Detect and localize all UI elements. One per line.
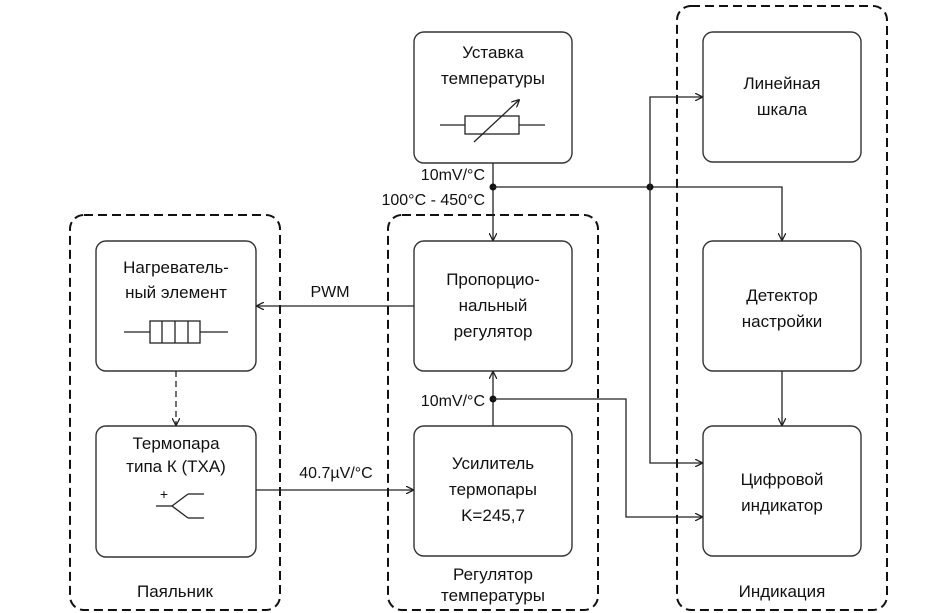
thermocouple-plus-sign: + [160,486,168,502]
thermocouple-amplifier-block: Усилитель термопары K=245,7 [413,425,573,557]
tuning-detector-label-line1: Детектор [746,286,818,305]
proportional-regulator-block: Пропорцио- нальный регулятор [413,240,573,372]
setpoint-block: Уставка температуры [413,31,573,164]
thermocouple-label-line2: типа К (ТХА) [126,457,226,476]
bus-to-indicator-connection [649,187,702,463]
linear-scale-block: Линейная шкала [702,31,862,163]
amplifier-label-line3: K=245,7 [461,506,525,525]
thermocouple-block: Термопара типа К (ТХА) + [95,425,257,558]
bus-to-linear-scale-connection [649,97,702,187]
group-label-regulator-line2: температуры [441,586,545,605]
heater-resistor-icon [124,320,228,344]
amplifier-label-line2: термопары [449,480,537,499]
prop-regulator-label-line3: регулятор [454,322,533,341]
group-indication [676,5,888,611]
thermocouple-label-line1: Термопара [132,434,220,453]
thermocouple-symbol-icon: + [156,486,204,519]
setpoint-label-line1: Уставка [462,43,524,62]
tuning-detector-label-line2: настройки [742,312,822,331]
setpoint-to-detector-connection [493,186,782,240]
pwm-label: PWM [310,284,349,301]
thermocouple-signal-label: 40.7µV/°C [299,465,372,482]
group-label-indication: Индикация [739,582,826,601]
amplifier-out-label: 10mV/°C [421,393,485,410]
group-soldering-iron [69,214,281,611]
heater-label-line1: Нагреватель- [123,258,229,277]
digital-indicator-label-line2: индикатор [741,496,823,515]
variable-resistor-icon [440,100,545,143]
heater-block: Нагреватель- ный элемент [95,240,257,372]
feedback-to-indicator-connection [493,398,702,517]
setpoint-range-label: 100°C - 450°C [381,192,485,209]
group-label-regulator-line1: Регулятор [453,565,533,584]
digital-indicator-label-line1: Цифровой [741,470,824,489]
setpoint-scale-label: 10mV/°C [421,167,485,184]
heater-label-line2: ный элемент [125,283,227,302]
digital-indicator-block: Цифровой индикатор [702,425,862,557]
amplifier-label-line1: Усилитель [452,454,534,473]
setpoint-label-line2: температуры [441,69,545,88]
group-label-soldering-iron: Паяльник [137,582,214,601]
prop-regulator-label-line1: Пропорцио- [446,270,540,289]
linear-scale-label-line1: Линейная [743,74,820,93]
linear-scale-label-line2: шкала [757,100,808,119]
prop-regulator-label-line2: нальный [459,296,528,315]
tuning-detector-block: Детектор настройки [702,240,862,372]
